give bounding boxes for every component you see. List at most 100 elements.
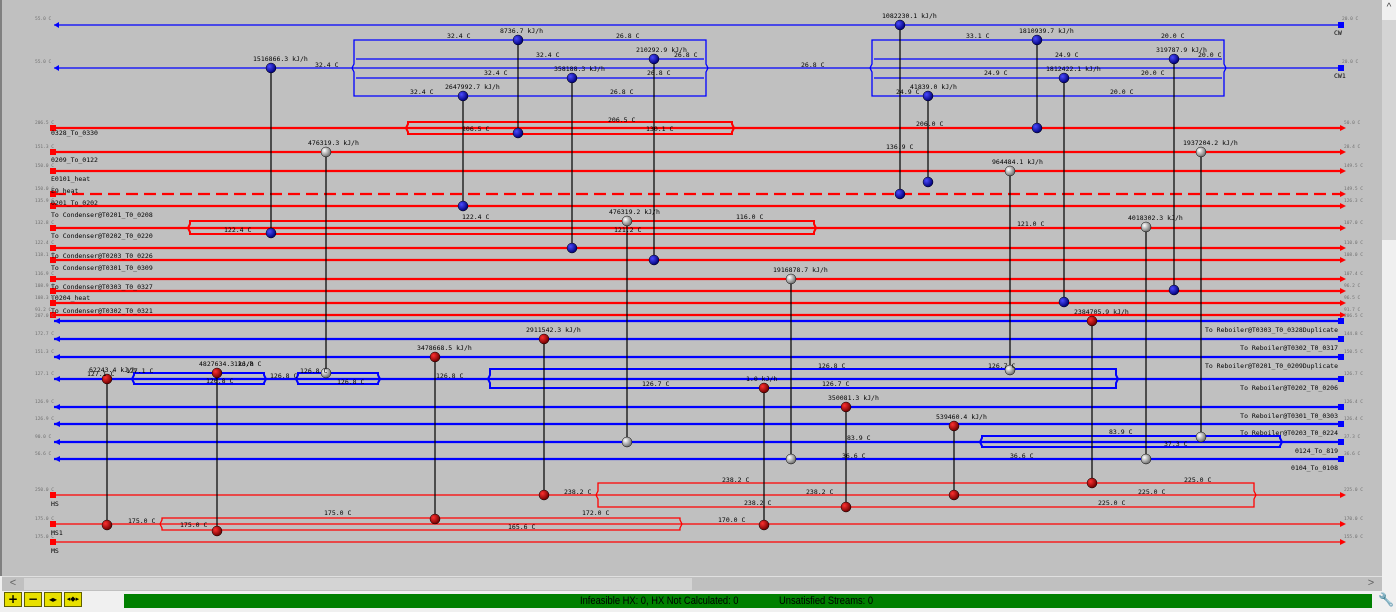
exchanger-cooler-node[interactable]	[1058, 72, 1070, 84]
stream-temp-label: 36.6 C	[1344, 451, 1361, 457]
exchanger-heater-node[interactable]	[101, 519, 113, 531]
stream-temp-label: 108.9 C	[35, 283, 54, 289]
stream-end-marker[interactable]	[1338, 404, 1344, 410]
exchanger-heater-node[interactable]	[1086, 477, 1098, 489]
stream-name-label: To Condenser@T0201_T0_0208	[51, 211, 153, 219]
stream-end-marker[interactable]	[1338, 65, 1344, 71]
stream-arrow-icon	[1340, 492, 1346, 498]
stream-start-marker[interactable]	[50, 300, 56, 306]
scroll-left-arrow[interactable]: <	[9, 577, 17, 589]
stream-end-marker[interactable]	[1338, 318, 1344, 324]
stream-start-marker[interactable]	[50, 203, 56, 209]
zoom-out-button[interactable]: −	[24, 592, 42, 607]
stream-start-marker[interactable]	[50, 539, 56, 545]
exchanger-cooler-node[interactable]	[922, 90, 934, 102]
cw1-split-a-mix-bracket	[704, 39, 709, 97]
exchanger-cooler-node[interactable]	[1058, 296, 1070, 308]
exchanger-exchanger-node[interactable]	[621, 436, 633, 448]
exchanger-heater-node[interactable]	[1086, 315, 1098, 327]
exchanger-heater-node[interactable]	[101, 373, 113, 385]
fit-all-button[interactable]: ◂◆▸	[64, 592, 82, 607]
stream-start-marker[interactable]	[50, 149, 56, 155]
exchanger-heater-node[interactable]	[948, 420, 960, 432]
stream-start-marker[interactable]	[50, 168, 56, 174]
exchanger-exchanger-node[interactable]	[1004, 364, 1016, 376]
exchanger-duty-label: 350081.3 kJ/h	[828, 394, 879, 402]
exchanger-exchanger-node[interactable]	[320, 367, 332, 379]
hot-t0202-split-split-bracket	[186, 220, 192, 235]
stream-end-marker[interactable]	[1338, 421, 1344, 427]
stream-start-marker[interactable]	[50, 125, 56, 131]
exchanger-heater-node[interactable]	[948, 489, 960, 501]
stream-temp-label: 56.6 C	[35, 451, 52, 457]
exchanger-exchanger-node[interactable]	[1195, 146, 1207, 158]
exchanger-cooler-node[interactable]	[1168, 284, 1180, 296]
stream-start-marker[interactable]	[50, 257, 56, 263]
exchanger-heater-node[interactable]	[538, 333, 550, 345]
zoom-in-button[interactable]: +	[4, 592, 22, 607]
exchanger-cooler-node[interactable]	[566, 72, 578, 84]
exchanger-cooler-node[interactable]	[457, 90, 469, 102]
exchanger-cooler-node[interactable]	[894, 188, 906, 200]
stream-start-marker[interactable]	[50, 288, 56, 294]
exchanger-exchanger-node[interactable]	[785, 453, 797, 465]
exchanger-cooler-node[interactable]	[457, 200, 469, 212]
stream-arrow-icon	[54, 65, 59, 71]
stream-start-marker[interactable]	[50, 225, 56, 231]
exchanger-cooler-node[interactable]	[648, 53, 660, 65]
exchanger-cooler-node[interactable]	[648, 254, 660, 266]
scroll-right-arrow[interactable]: >	[1367, 577, 1375, 589]
exchanger-exchanger-node[interactable]	[1140, 453, 1152, 465]
vertical-scroll-thumb[interactable]	[1382, 20, 1396, 240]
exchanger-cooler-node[interactable]	[265, 227, 277, 239]
stream-temp-label: 175.0 C	[35, 534, 54, 540]
exchanger-cooler-node[interactable]	[265, 62, 277, 74]
scroll-up-arrow[interactable]: ^	[1386, 2, 1392, 13]
exchanger-cooler-node[interactable]	[1168, 53, 1180, 65]
stream-end-marker[interactable]	[1338, 456, 1344, 462]
vertical-scrollbar[interactable]: ^	[1382, 0, 1396, 576]
stream-start-marker[interactable]	[50, 191, 56, 197]
exchanger-cooler-node[interactable]	[922, 176, 934, 188]
stream-start-marker[interactable]	[50, 245, 56, 251]
stream-start-marker[interactable]	[50, 312, 56, 318]
exchanger-cooler-node[interactable]	[894, 19, 906, 31]
exchanger-exchanger-node[interactable]	[1140, 221, 1152, 233]
stream-end-marker[interactable]	[1338, 336, 1344, 342]
exchanger-heater-node[interactable]	[758, 519, 770, 531]
exchanger-heater-node[interactable]	[429, 513, 441, 525]
exchanger-heater-node[interactable]	[840, 401, 852, 413]
exchanger-exchanger-node[interactable]	[320, 146, 332, 158]
exchanger-cooler-node[interactable]	[512, 34, 524, 46]
exchanger-heater-node[interactable]	[840, 501, 852, 513]
stream-start-marker[interactable]	[50, 492, 56, 498]
horizontal-scrollbar[interactable]: < >	[2, 576, 1382, 591]
exchanger-heater-node[interactable]	[758, 382, 770, 394]
horizontal-scroll-thumb[interactable]	[24, 578, 692, 590]
exchanger-cooler-node[interactable]	[566, 242, 578, 254]
exchanger-heater-node[interactable]	[211, 525, 223, 537]
exchanger-heater-node[interactable]	[429, 351, 441, 363]
cold-0124-split-mix-bracket	[1278, 435, 1284, 448]
exchanger-exchanger-node[interactable]	[1004, 165, 1016, 177]
branch-temp-label: 127.1 C	[87, 370, 114, 378]
stream-end-marker[interactable]	[1338, 439, 1344, 445]
stream-end-marker[interactable]	[1338, 376, 1344, 382]
wrench-icon[interactable]: 🔧	[1378, 592, 1395, 607]
stream-temp-label: 150.0 C	[35, 186, 54, 192]
exchanger-cooler-node[interactable]	[1031, 122, 1043, 134]
exchanger-cooler-node[interactable]	[512, 127, 524, 139]
exchanger-cooler-node[interactable]	[1031, 34, 1043, 46]
stream-start-marker[interactable]	[50, 276, 56, 282]
stream-end-marker[interactable]	[1338, 354, 1344, 360]
exchanger-exchanger-node[interactable]	[785, 273, 797, 285]
fit-width-button[interactable]: ◂▸	[44, 592, 62, 607]
exchanger-exchanger-node[interactable]	[621, 215, 633, 227]
stream-end-marker[interactable]	[1338, 22, 1344, 28]
exchanger-heater-node[interactable]	[211, 367, 223, 379]
stream-start-marker[interactable]	[50, 521, 56, 527]
exchanger-exchanger-node[interactable]	[1195, 431, 1207, 443]
exchanger-heater-node[interactable]	[538, 489, 550, 501]
